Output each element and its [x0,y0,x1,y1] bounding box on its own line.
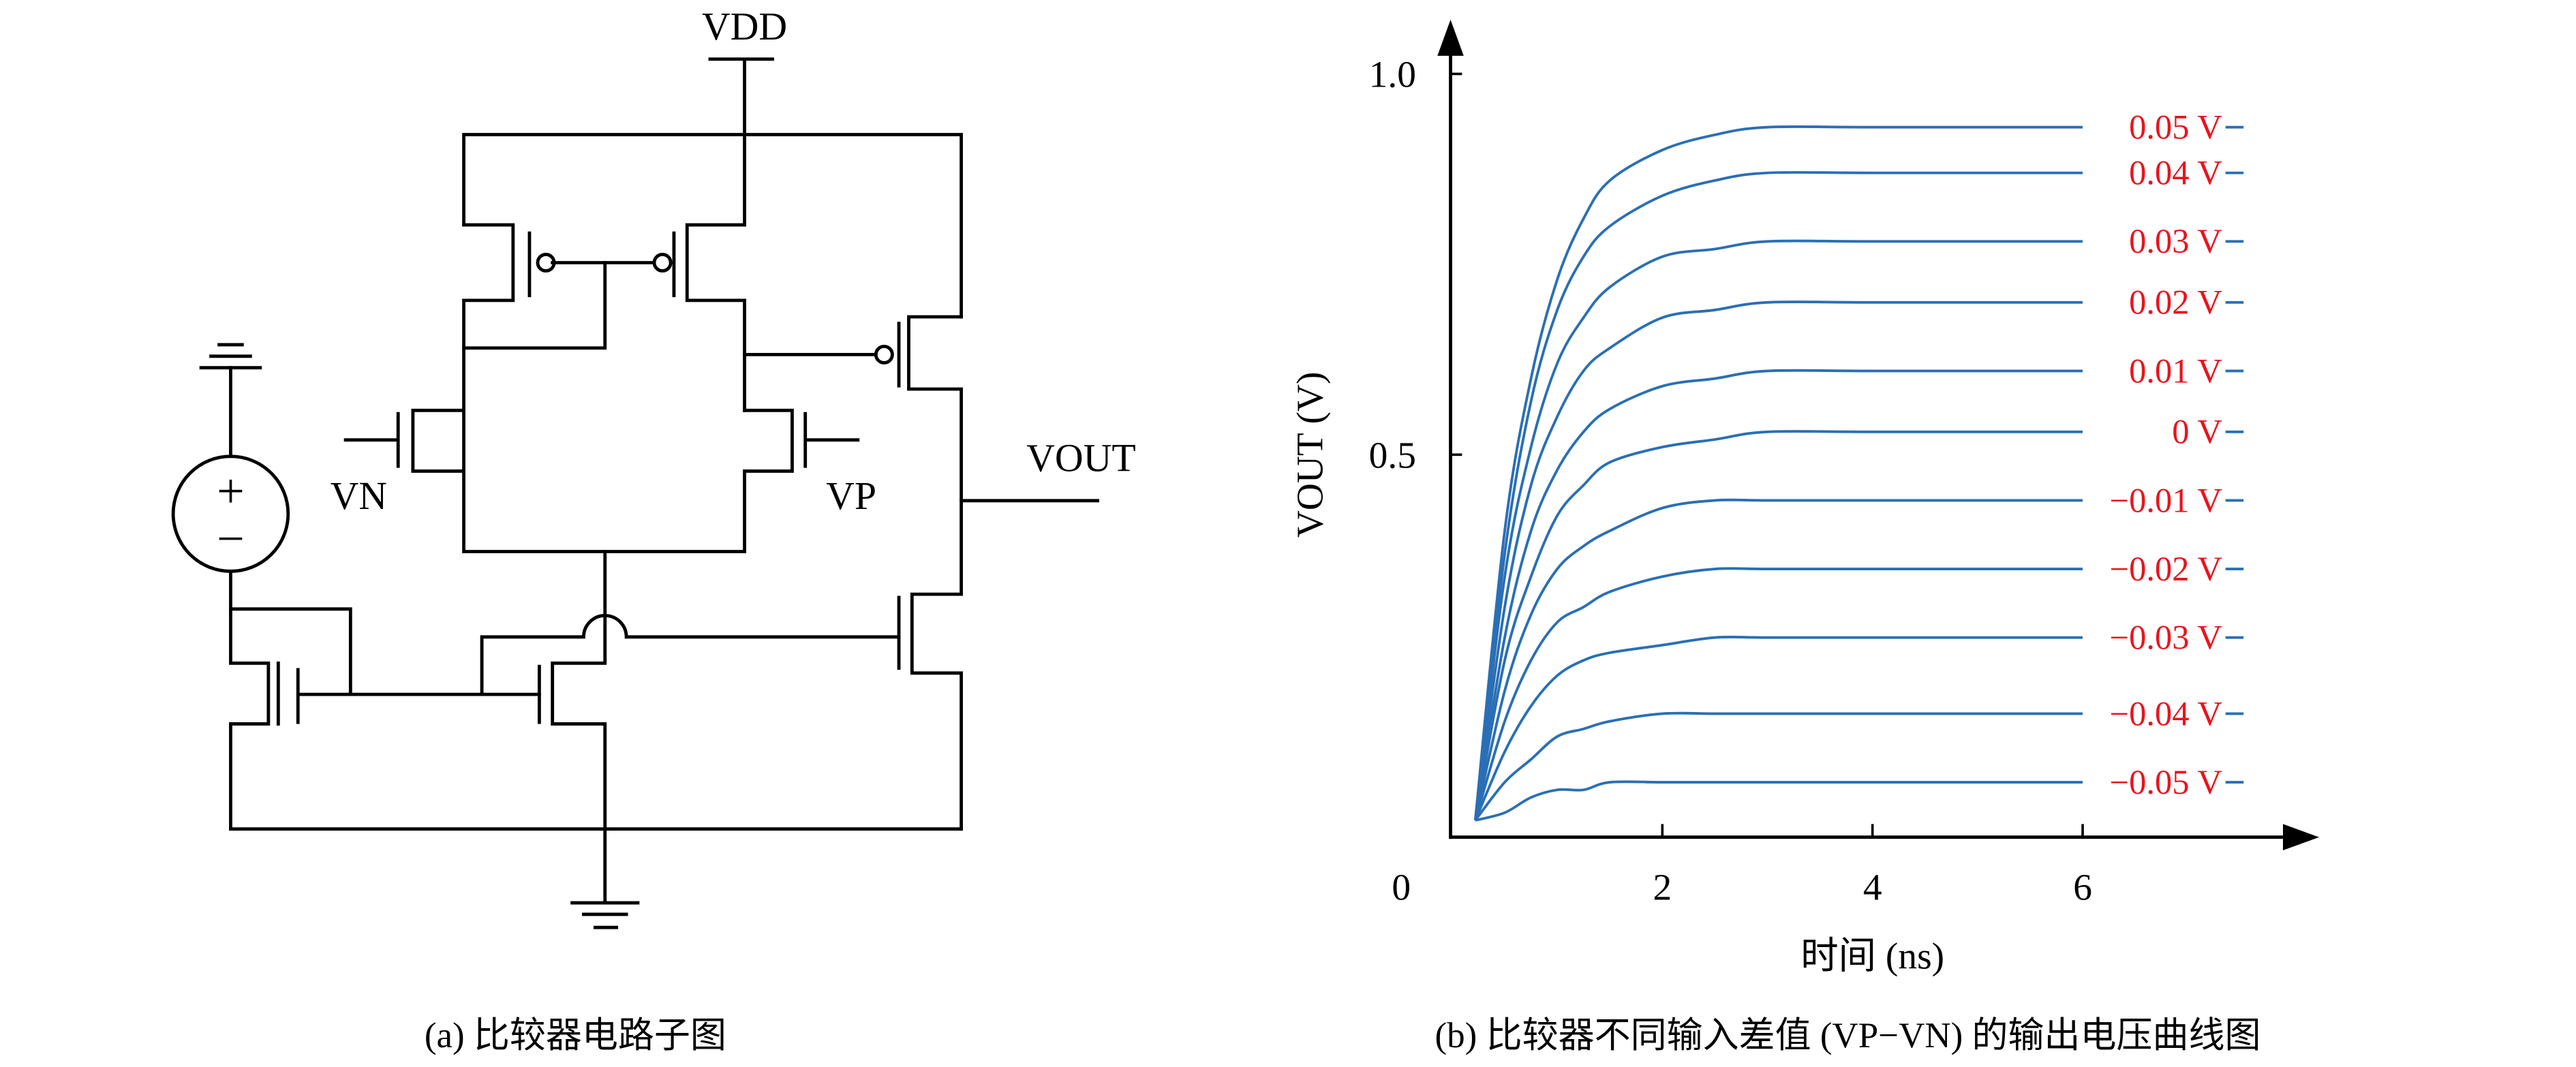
x-tick-label: 6 [2073,866,2092,908]
ground-symbol [570,901,640,929]
vout-label: VOUT [1026,435,1136,480]
series-label: −0.04 V [2110,694,2222,732]
series-label: 0.02 V [2129,283,2222,322]
series-line [1474,635,2083,821]
series-line [1473,567,2083,821]
series-line [1473,170,2083,821]
series-label: 0.01 V [2129,352,2222,390]
series-label: −0.01 V [2110,481,2222,519]
wires [229,133,1099,905]
series-label: 0.05 V [2129,108,2222,146]
y-tick-label: 0.5 [1369,435,1416,476]
vn-label: VN [331,474,388,518]
series-line [1473,300,2083,821]
pmos-gate-bubble-right [652,253,673,273]
vdd-supply-symbol [708,57,774,227]
source-plus-sign: + [217,463,245,518]
output-voltage-chart: 0 2 4 6 0.5 1.0 0.05 V 0.04 V 0.03 V 0.02 V 0.01 … [1289,19,2319,1055]
series-line [1475,780,2083,822]
comparator-circuit: VDD [171,4,1136,1055]
y-tick-label: 1.0 [1369,54,1416,95]
y-axis-arrow [1437,19,1464,56]
x-axis-arrow [2282,824,2319,850]
source-ground-symbol [199,343,262,370]
x-tick-label: 0 [1392,866,1411,908]
series-line [1473,125,2083,821]
series-label: −0.03 V [2110,619,2222,657]
chart-caption: (b) 比较器不同输入差值 (VP−VN) 的输出电压曲线图 [1435,1016,2261,1055]
x-tick-label: 2 [1653,866,1672,908]
vdd-label: VDD [702,4,787,48]
source-minus-sign: − [217,511,245,566]
series-label: 0.03 V [2129,222,2222,260]
vp-label: VP [826,474,876,518]
circuit-caption: (a) 比较器电路子图 [425,1016,726,1055]
series-line [1473,430,2083,821]
series-label: −0.02 V [2110,550,2222,588]
pmos-gate-bubble-output [874,344,894,365]
series-label: 0 V [2172,413,2222,451]
y-axis-label: VOUT (V) [1289,372,1331,538]
series-line [1474,711,2083,822]
pmos-gate-bubble-left [536,253,556,273]
series-line [1473,369,2083,821]
x-tick-label: 4 [1863,866,1882,908]
series-line [1473,498,2083,821]
voltage-source: + − [171,454,290,573]
series-label: 0.04 V [2129,154,2222,192]
x-axis-label: 时间 (ns) [1800,935,1944,976]
series-label: −0.05 V [2110,763,2222,801]
series-line [1473,239,2083,821]
